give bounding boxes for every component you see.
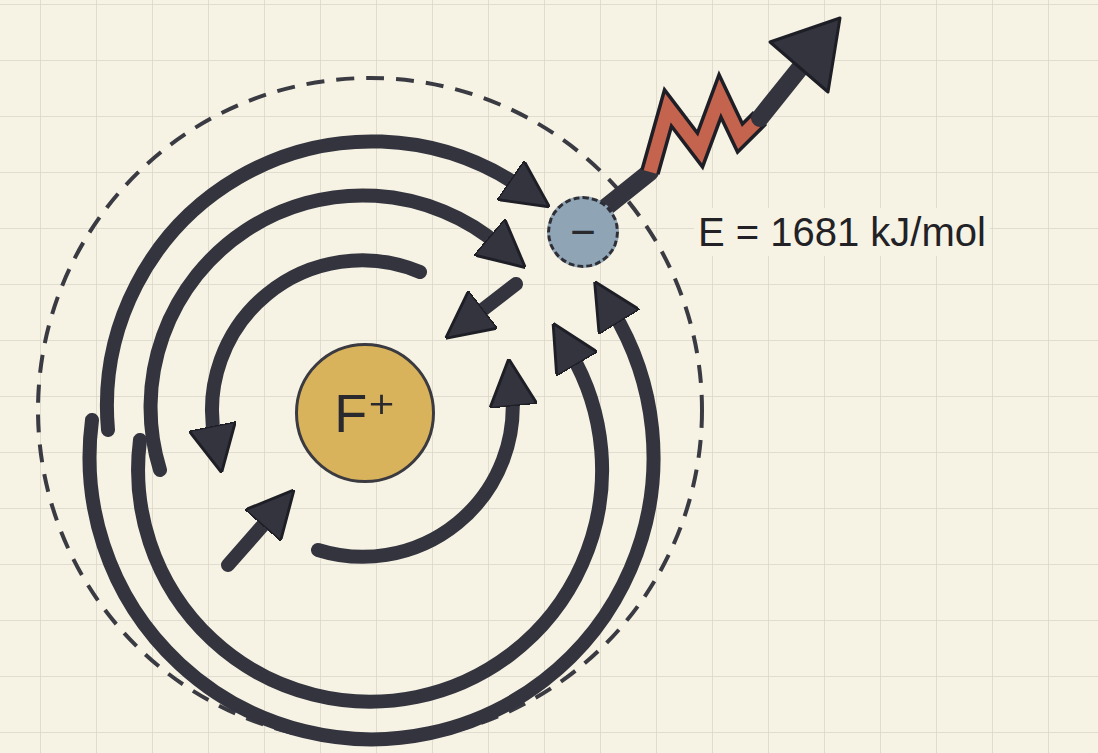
dashed-boundary (38, 78, 702, 742)
attraction-arrows (90, 141, 654, 739)
energy-label: E = 1681 kJ/mol (694, 208, 990, 256)
ionization-arrow (600, 18, 840, 212)
node-label: F⁺ (334, 386, 396, 440)
nucleus-circle: F⁺ (295, 343, 435, 483)
node-label: − (570, 210, 596, 254)
electron-circle: − (547, 196, 619, 268)
